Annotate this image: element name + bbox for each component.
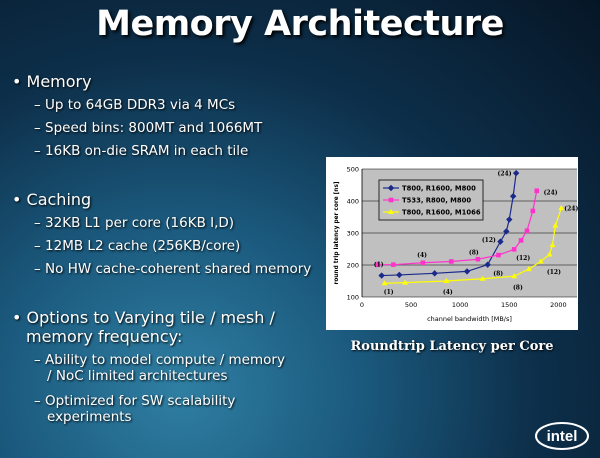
data-point — [518, 238, 524, 243]
annotation: (1) — [374, 261, 384, 268]
y-tick-label: 100 — [347, 294, 359, 302]
data-point — [391, 262, 396, 267]
y-axis-title: round trip latency per core [ns] — [334, 181, 340, 284]
data-point — [388, 209, 394, 214]
data-point — [378, 272, 385, 279]
y-tick-label: 200 — [347, 262, 359, 270]
sub-bullet: 12MB L2 cache (256KB/core) — [34, 238, 240, 254]
data-point — [503, 228, 510, 235]
data-point — [511, 247, 517, 252]
annotation: (12) — [482, 237, 496, 244]
data-point — [530, 208, 536, 214]
x-tick-label: 2000 — [550, 301, 567, 309]
latency-chart: 100 200 300 400 500 0 500 1000 1500 2000 channel b… — [326, 157, 578, 330]
chart-caption: Roundtrip Latency per Core — [350, 339, 554, 354]
data-point — [381, 280, 388, 286]
data-point — [402, 279, 409, 285]
annotation: (1) — [384, 289, 394, 296]
data-point — [525, 266, 532, 272]
data-point — [463, 268, 471, 275]
x-axis-title: channel bandwidth [MB/s] — [427, 315, 512, 323]
data-point — [549, 242, 556, 248]
annotation: (12) — [547, 269, 561, 276]
data-point — [497, 238, 504, 245]
svg-text:intel: intel — [547, 428, 578, 445]
sub-bullet: 32KB L1 per core (16KB I,D) — [34, 215, 234, 231]
data-point — [443, 278, 450, 283]
annotation: (8) — [493, 270, 503, 277]
data-point — [558, 205, 565, 211]
x-tick-label: 0 — [360, 301, 364, 309]
x-tick-label: 1000 — [452, 301, 469, 309]
slide-title: Memory Architecture — [96, 4, 504, 44]
y-tick-label: 500 — [347, 166, 359, 174]
y-tick-label: 300 — [347, 230, 359, 238]
sub-bullet: Optimized for SW scalability experiments — [34, 393, 287, 425]
legend-label: T533, R800, M800 — [402, 197, 471, 205]
data-point — [534, 188, 540, 194]
data-point — [449, 259, 454, 264]
sub-bullet: Speed bins: 800MT and 1066MT — [34, 120, 262, 136]
x-tick-label: 1500 — [501, 301, 518, 309]
sub-bullet: Up to 64GB DDR3 via 4 MCs — [34, 97, 235, 113]
annotation: (24) — [498, 170, 512, 177]
data-point — [375, 262, 381, 267]
annotation: (4) — [443, 289, 453, 296]
y-tick-label: 400 — [347, 198, 359, 206]
annotation: (8) — [469, 250, 479, 257]
data-point — [511, 273, 518, 279]
data-point — [420, 260, 426, 266]
annotation: (24) — [544, 189, 558, 196]
bullet-caching: Caching — [12, 190, 92, 209]
data-point — [512, 169, 520, 177]
x-tick-label: 500 — [405, 301, 417, 309]
legend-label: T800, R1600, M800 — [402, 185, 476, 193]
annotation: (12) — [516, 255, 530, 262]
sub-bullet: Ability to model compute / memory / NoC … — [34, 352, 287, 384]
data-point — [475, 256, 481, 262]
legend-label: T800, R1600, M1066 — [402, 209, 481, 217]
annotation: (4) — [417, 252, 427, 259]
sub-bullet: 16KB on-die SRAM in each tile — [34, 143, 248, 159]
data-point — [537, 258, 544, 264]
data-point — [509, 192, 517, 200]
data-point — [431, 270, 438, 277]
series-line — [381, 173, 517, 277]
bullet-memory: Memory — [12, 72, 92, 91]
annotation: (8) — [513, 284, 523, 291]
data-point — [484, 261, 491, 268]
data-point — [388, 197, 394, 203]
bullet-options: Options to Varying tile / mesh / memory … — [12, 308, 296, 346]
chart-svg: 100 200 300 400 500 0 500 1000 1500 2000 channel b… — [334, 166, 578, 324]
data-point — [524, 228, 530, 234]
data-point — [496, 252, 501, 258]
data-point — [552, 222, 559, 228]
data-point — [396, 271, 403, 279]
data-point — [506, 216, 513, 223]
data-point — [387, 184, 395, 192]
data-point — [546, 251, 553, 257]
sub-bullet: No HW cache-coherent shared memory — [34, 261, 311, 277]
intel-logo: intel — [535, 422, 589, 450]
data-point — [479, 275, 486, 281]
annotation: (24) — [564, 205, 578, 212]
